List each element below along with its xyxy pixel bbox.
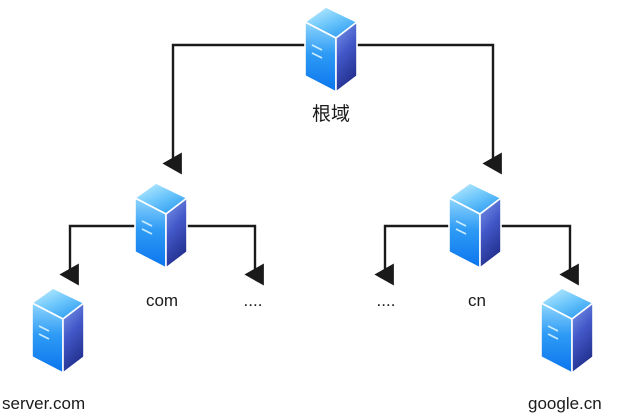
node-root-label: 根域 xyxy=(311,104,351,125)
server-icon xyxy=(539,287,595,375)
ellipsis-com-other: .... xyxy=(243,291,263,310)
edge-com-to-other xyxy=(161,224,264,286)
ellipsis-cn-other: .... xyxy=(376,291,396,310)
server-icon xyxy=(303,6,359,94)
edge-cn-to-other xyxy=(374,224,475,286)
node-com-label: com xyxy=(145,291,179,310)
node-cn-label: cn xyxy=(468,291,486,310)
node-google-cn[interactable] xyxy=(538,285,596,377)
server-icon xyxy=(133,182,189,270)
node-google-cn-label: google.cn xyxy=(528,394,602,413)
server-icon xyxy=(30,287,86,375)
edge-cn-to-google xyxy=(475,224,579,286)
server-icon xyxy=(447,182,503,270)
edge-com-to-server xyxy=(59,224,161,286)
node-server-com-label: server.com xyxy=(2,394,86,413)
node-cn[interactable] xyxy=(446,180,504,272)
node-root[interactable] xyxy=(302,4,360,96)
edge-root-to-cn xyxy=(331,43,502,175)
node-server-com[interactable] xyxy=(29,285,87,377)
edge-root-to-com xyxy=(162,43,331,175)
node-com[interactable] xyxy=(132,180,190,272)
